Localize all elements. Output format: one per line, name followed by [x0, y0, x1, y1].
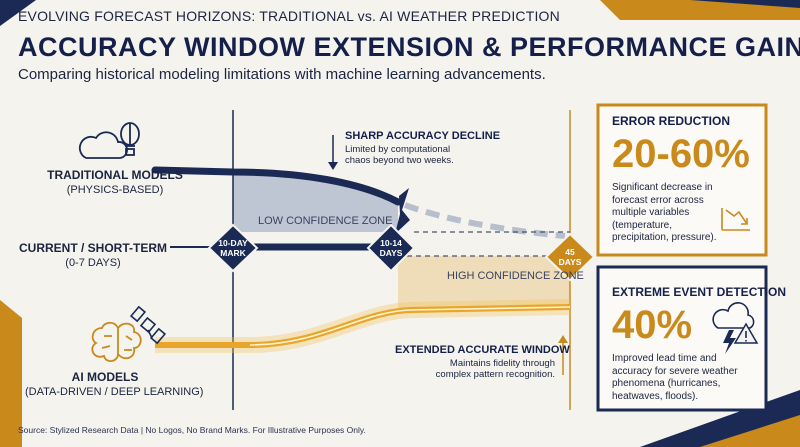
corner-top-right-gold	[600, 0, 800, 20]
traditional-row-label: TRADITIONAL MODELS (PHYSICS-BASED)	[40, 168, 190, 197]
error-card-body: Significant decrease in forecast error a…	[612, 182, 717, 243]
extreme-event-card: EXTREME EVENT DETECTION 40% Improved lea…	[612, 285, 787, 403]
ai-row-label: AI MODELS (DATA-DRIVEN / DEEP LEARNING)	[25, 370, 203, 399]
corner-bottom-left	[0, 300, 22, 447]
low-confidence-label: LOW CONFIDENCE ZONE	[258, 215, 393, 227]
storm-warning-icon	[712, 302, 759, 354]
extreme-card-value: 40%	[612, 303, 693, 347]
extreme-card-title: EXTREME EVENT DETECTION	[612, 285, 787, 299]
satellite-icon	[129, 305, 167, 345]
brain-icon	[91, 321, 142, 362]
decline-annotation: SHARP ACCURACY DECLINE Limited by comput…	[345, 130, 515, 166]
error-card-title: ERROR REDUCTION	[612, 114, 731, 128]
marker-10-day-line1: 10-DAY	[218, 238, 248, 248]
ai-sub: (DATA-DRIVEN / DEEP LEARNING)	[25, 386, 204, 398]
marker-45-diamond	[544, 232, 596, 282]
current-row-label: CURRENT / SHORT-TERM (0-7 DAYS)	[18, 241, 168, 270]
decline-body: Limited by computational chaos beyond tw…	[345, 144, 454, 166]
ai-title: AI MODELS	[71, 370, 139, 384]
marker-10-14-label: 10-14 DAYS	[371, 238, 411, 258]
page-subtitle: Comparing historical modeling limitation…	[18, 66, 546, 83]
high-confidence-label: HIGH CONFIDENCE ZONE	[447, 270, 584, 282]
marker-10-14-line2: DAYS	[379, 248, 403, 258]
traditional-decline-dashes	[403, 202, 566, 239]
extended-title: EXTENDED ACCURATE WINDOW	[395, 344, 570, 356]
extended-arrow-head	[558, 335, 568, 343]
extended-body: Maintains fidelity through complex patte…	[435, 358, 555, 380]
traditional-sub: (PHYSICS-BASED)	[66, 184, 164, 196]
marker-10-day-label: 10-DAY MARK	[213, 238, 253, 258]
trend-down-icon	[721, 208, 750, 231]
marker-45-line2: DAYS	[558, 257, 582, 267]
break-mark	[395, 188, 410, 234]
marker-45-label: 45 DAYS	[550, 247, 590, 267]
weather-balloon-icon	[120, 122, 140, 156]
traditional-curve	[151, 166, 402, 206]
traditional-title: TRADITIONAL MODELS	[47, 168, 183, 182]
error-reduction-card: ERROR REDUCTION 20-60% Significant decre…	[612, 114, 757, 245]
high-confidence-zone	[398, 256, 570, 310]
ai-curve-glow	[155, 299, 571, 353]
marker-10-14-diamond	[366, 223, 416, 273]
cloud-icon	[78, 131, 128, 159]
marker-45-line1: 45	[565, 247, 575, 257]
marker-10-14-line1: 10-14	[380, 238, 402, 248]
decline-arrow-head	[328, 162, 338, 170]
marker-10-day-diamond	[207, 223, 259, 273]
decline-title: SHARP ACCURACY DECLINE	[345, 130, 501, 142]
ai-curve-highlight	[249, 306, 571, 346]
corner-top-left	[0, 0, 36, 26]
extended-annotation: EXTENDED ACCURATE WINDOW Maintains fidel…	[395, 344, 570, 380]
current-title: CURRENT / SHORT-TERM	[19, 241, 167, 255]
low-confidence-zone	[233, 175, 398, 232]
current-sub: (0-7 DAYS)	[65, 257, 121, 269]
corner-top-right-navy	[690, 0, 800, 8]
page-title: ACCURACY WINDOW EXTENSION & PERFORMANCE …	[18, 32, 800, 62]
error-card-value: 20-60%	[612, 132, 750, 176]
source-footer: Source: Stylized Research Data | No Logo…	[18, 425, 366, 435]
eyebrow-heading: EVOLVING FORECAST HORIZONS: TRADITIONAL …	[18, 8, 560, 24]
marker-10-day-line2: MARK	[220, 248, 246, 258]
extreme-card-body: Improved lead time and accuracy for seve…	[612, 353, 738, 402]
corner-bottom-right-gold	[700, 415, 800, 447]
